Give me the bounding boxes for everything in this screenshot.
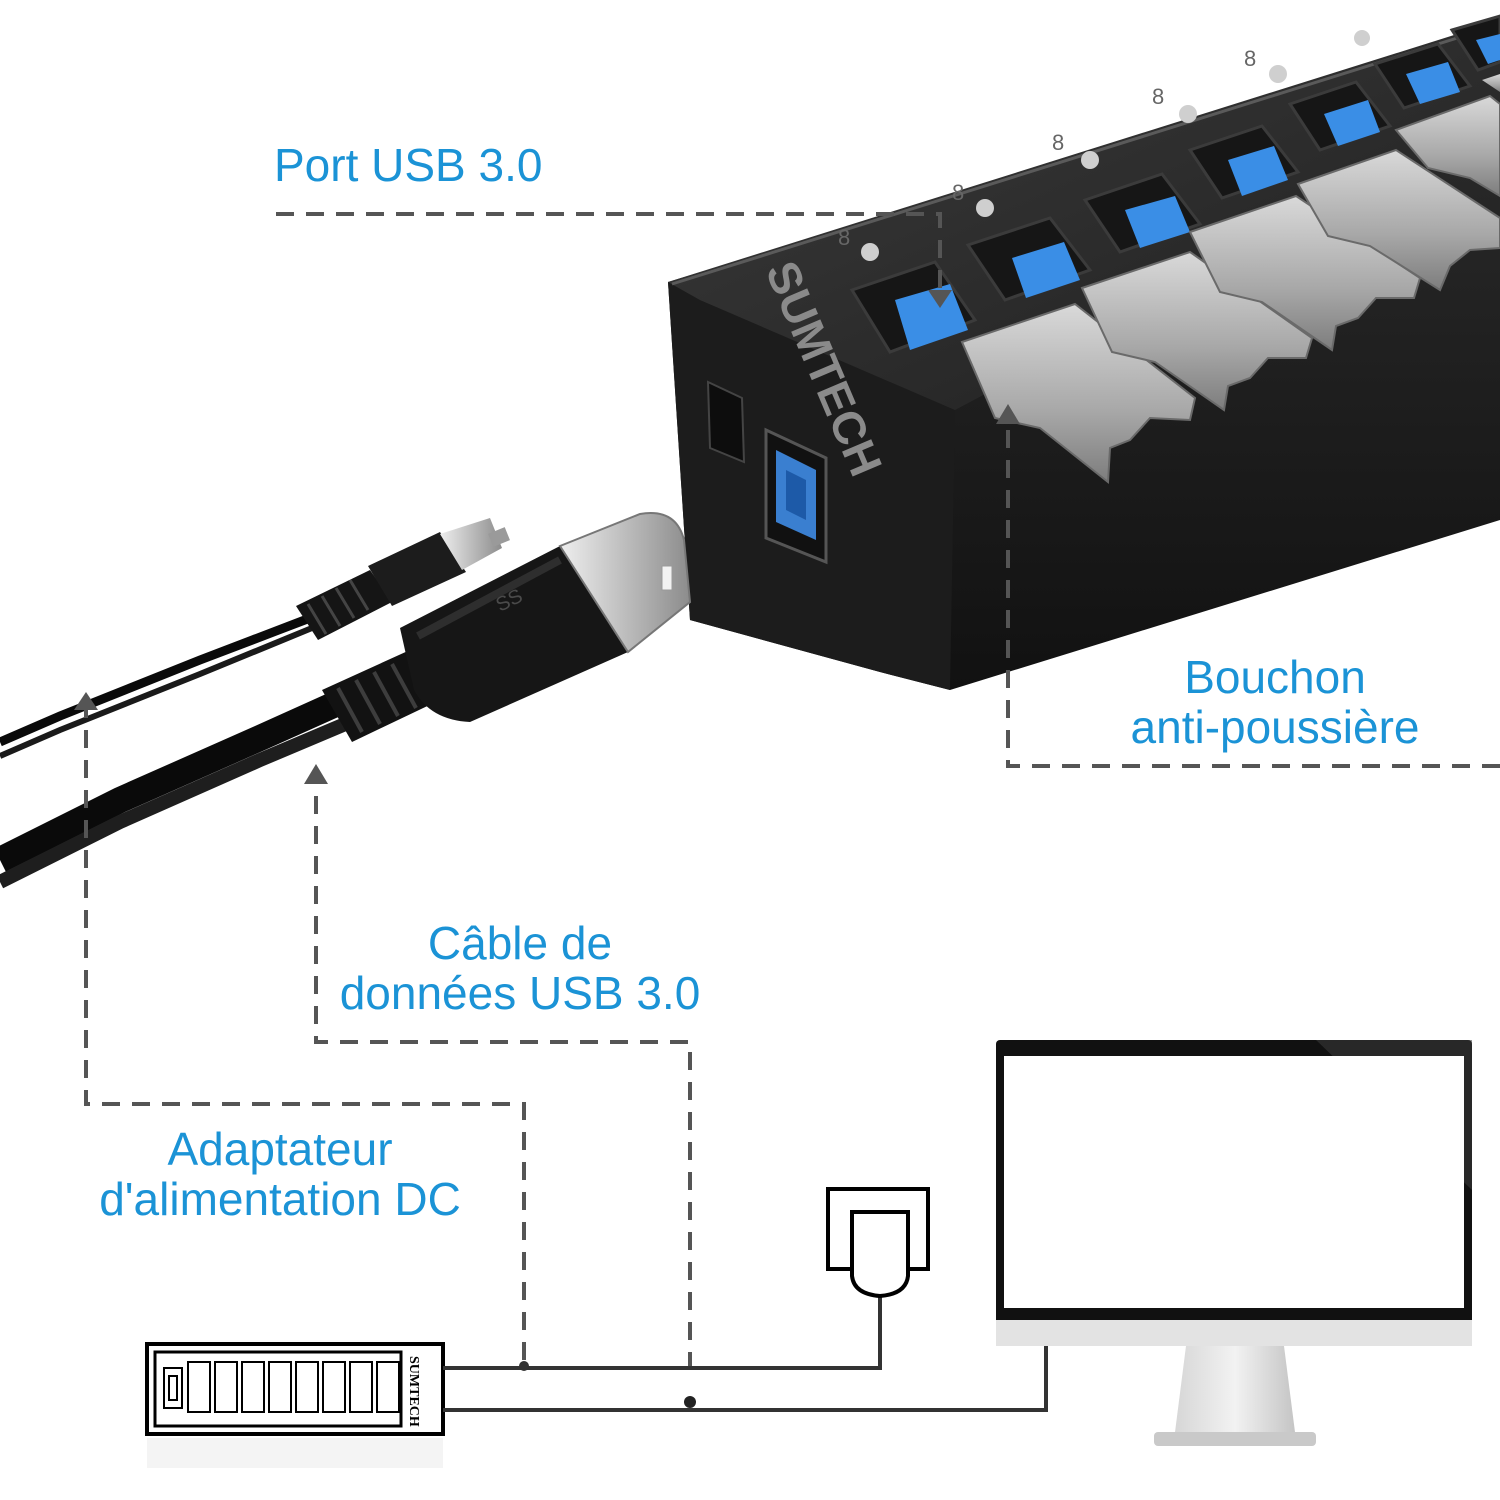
data-cable-label-line1: Câble de <box>427 917 613 969</box>
port-usb-leader <box>276 212 942 290</box>
svg-text:8: 8 <box>1244 46 1256 71</box>
dust-cap-label: Bouchon anti-poussière <box>1100 652 1450 752</box>
svg-text:8: 8 <box>1052 130 1064 155</box>
schematic: SUMTECH <box>145 1040 1472 1468</box>
usb-a-port[interactable] <box>1354 30 1473 110</box>
power-outlet-icon <box>826 1187 930 1299</box>
dc-plug-tip <box>488 527 510 547</box>
dust-caps <box>960 74 1500 484</box>
dust-cap-label-line2: anti-poussière <box>1130 701 1420 753</box>
data-cable-label-line2: données USB 3.0 <box>339 967 701 1019</box>
dust-cap-leader <box>1006 420 1500 768</box>
dust-cap-label-line1: Bouchon <box>1184 651 1366 703</box>
monitor-icon <box>996 1040 1472 1446</box>
usb-port-row: 8 8 8 8 <box>838 14 1500 354</box>
power-switch-icon[interactable] <box>1269 65 1287 83</box>
dust-cap[interactable] <box>1482 74 1500 92</box>
usb-a-port[interactable]: 8 <box>1244 46 1393 152</box>
usb-a-port[interactable]: 8 <box>952 180 1093 302</box>
arrowheads <box>74 290 1020 784</box>
svg-text:8: 8 <box>952 180 964 205</box>
usb-data-cable: SS <box>0 512 692 889</box>
usb-a-port[interactable]: 8 <box>838 225 978 354</box>
dust-cap[interactable] <box>1394 94 1500 198</box>
dust-cap[interactable] <box>1296 148 1500 292</box>
usb-hub: SUMTECH 8 8 <box>668 14 1500 690</box>
usb-a-port[interactable]: 8 <box>1052 130 1203 254</box>
port-usb-label: Port USB 3.0 <box>274 139 543 191</box>
hub-icon-brand: SUMTECH <box>406 1356 421 1427</box>
dc-adapter-leader <box>84 704 526 1360</box>
svg-text:8: 8 <box>838 225 850 250</box>
dc-adapter-label-line2: d'alimentation DC <box>99 1173 461 1225</box>
dc-power-cable <box>0 518 510 759</box>
power-switch-icon[interactable] <box>861 243 879 261</box>
data-cable-label: Câble de données USB 3.0 <box>300 918 740 1018</box>
dc-power-jack[interactable] <box>706 380 746 464</box>
usb-b-port[interactable] <box>764 427 828 565</box>
dc-adapter-label: Adaptateur d'alimentation DC <box>40 1124 520 1224</box>
dust-cap[interactable] <box>960 302 1197 484</box>
power-switch-icon[interactable] <box>1354 30 1370 46</box>
usb-a-port[interactable] <box>1449 14 1500 72</box>
power-switch-icon[interactable] <box>1081 151 1099 169</box>
usb-a-port[interactable]: 8 <box>1152 84 1301 200</box>
dc-adapter-label-line1: Adaptateur <box>167 1123 393 1175</box>
wires <box>443 1296 1048 1412</box>
power-switch-icon[interactable] <box>976 199 994 217</box>
leader-lines <box>84 212 1500 1370</box>
power-switch-icon[interactable] <box>1179 105 1197 123</box>
data-cable-leader <box>314 780 692 1370</box>
hub-icon: SUMTECH <box>145 1342 445 1468</box>
svg-text:8: 8 <box>1152 84 1164 109</box>
